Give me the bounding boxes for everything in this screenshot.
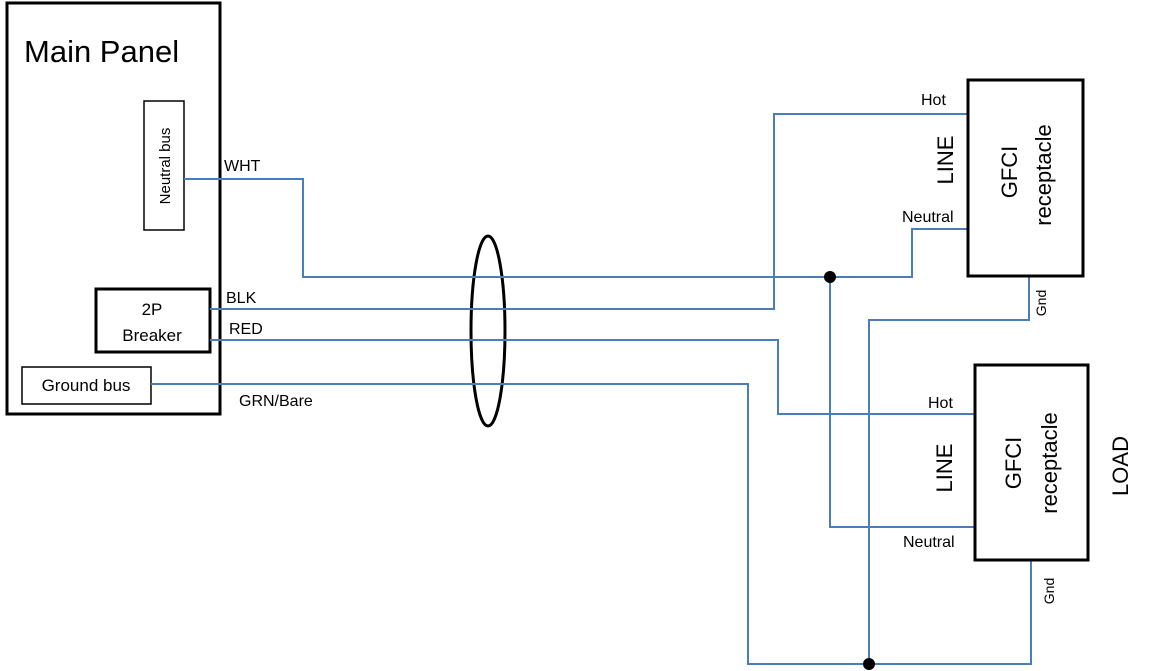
neutral-bus-label: Neutral bus [157, 128, 174, 205]
gfci-top-name-line2: receptacle [1031, 124, 1056, 226]
grn-bare-label: GRN/Bare [239, 393, 313, 410]
neutral-jumper-wire [829, 277, 975, 528]
gfci-bottom-load-label: LOAD [1108, 436, 1133, 496]
wht-neutral-wire [184, 178, 968, 278]
gfci-bottom-gnd-label: Gnd [1041, 578, 1057, 604]
ground-junction-dot [863, 658, 875, 670]
neutral-bus [143, 100, 185, 231]
gfci-top-line-label: LINE [933, 136, 958, 185]
blk-hot-wire [210, 113, 968, 310]
gfci-bottom-name-line2: receptacle [1037, 412, 1062, 514]
neutral-junction-dot [824, 271, 836, 283]
ground-bus-label: Ground bus [42, 376, 131, 395]
cable-bundle-ellipse [469, 234, 507, 428]
breaker-label-line1: 2P [142, 300, 163, 319]
gfci-top-gnd-label: Gnd [1033, 290, 1049, 316]
ground-bus [21, 366, 152, 405]
two-pole-breaker [94, 287, 212, 354]
gfci-top-hot-label: Hot [921, 92, 946, 109]
grn-ground-wire [151, 383, 1032, 665]
wht-label: WHT [224, 158, 261, 175]
red-label: RED [229, 321, 263, 338]
gfci-top [966, 78, 1085, 278]
gfci-top-name-line1: GFCI [997, 146, 1022, 199]
ground-jumper-wire [868, 277, 1030, 664]
breaker-label-line2: Breaker [122, 326, 182, 345]
gfci-bottom-name-line1: GFCI [1001, 437, 1026, 490]
gfci-bottom-line-label: LINE [932, 444, 957, 493]
gfci-bottom [973, 363, 1090, 562]
red-hot-wire [210, 339, 975, 415]
gfci-bottom-hot-label: Hot [928, 395, 953, 412]
gfci-bottom-neutral-label: Neutral [903, 534, 955, 551]
main-panel-title: Main Panel [24, 34, 179, 69]
gfci-top-neutral-label: Neutral [902, 209, 954, 226]
blk-label: BLK [226, 290, 257, 307]
